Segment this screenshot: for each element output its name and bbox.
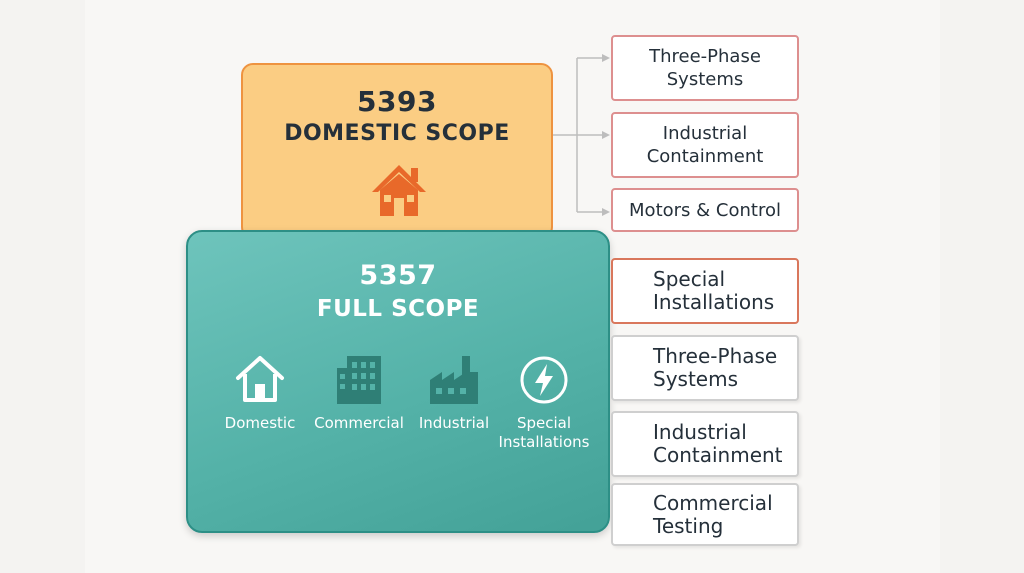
domestic-code: 5393 [357,85,437,118]
category-label-line1: Special [516,414,572,432]
category-label-line2: Installations [498,433,590,451]
house-outline-icon [236,356,284,402]
box-text-line1: Special [653,267,726,291]
box-text-line1: Commercial [653,490,773,515]
domestic-scope-title: DOMESTIC SCOPE [284,121,510,146]
factory-icon [430,356,478,404]
domestic-scope-card: 5393 DOMESTIC SCOPE [241,63,553,239]
box-text-line2: Containment [653,443,783,467]
box-text-line1: Industrial [662,123,748,144]
category-label: Industrial [418,414,490,432]
category-domestic: Domestic [208,354,312,433]
box-text-line2: Systems [653,367,738,391]
house-icon [372,165,426,216]
exclude-box-motors-control: Motors & Control [611,188,799,232]
full-scope-card: 5357 FULL SCOPE Domestic Commercial [186,230,610,533]
box-text-line1: Motors & Control [629,199,781,221]
box-text-line2: Systems [666,69,744,90]
category-label: Domestic [224,414,296,432]
full-code: 5357 [359,260,437,291]
exclude-box-three-phase: Three-Phase Systems [611,35,799,101]
box-text-line2: Containment [646,146,764,167]
include-box-three-phase: Three-Phase Systems [611,335,799,401]
box-text-line1: Three-Phase [653,344,778,368]
box-text-line1: Three-Phase [649,46,761,67]
lightning-circle-icon [520,356,568,404]
exclude-box-industrial-containment: Industrial Containment [611,112,799,178]
category-label: Commercial [314,414,404,432]
box-text-line2: Testing [653,513,724,538]
full-scope-title: FULL SCOPE [316,296,480,322]
include-box-special-installations: Special Installations [611,258,799,324]
include-box-industrial-containment: Industrial Containment [611,411,799,477]
category-commercial: Commercial [307,354,411,433]
category-special-installations: Special Installations [492,354,596,452]
box-text-line1: Industrial [653,420,747,444]
category-industrial: Industrial [402,354,506,433]
box-text-line2: Installations [653,290,775,314]
include-box-commercial-testing: Commercial Testing [611,483,799,546]
building-icon [337,356,381,404]
